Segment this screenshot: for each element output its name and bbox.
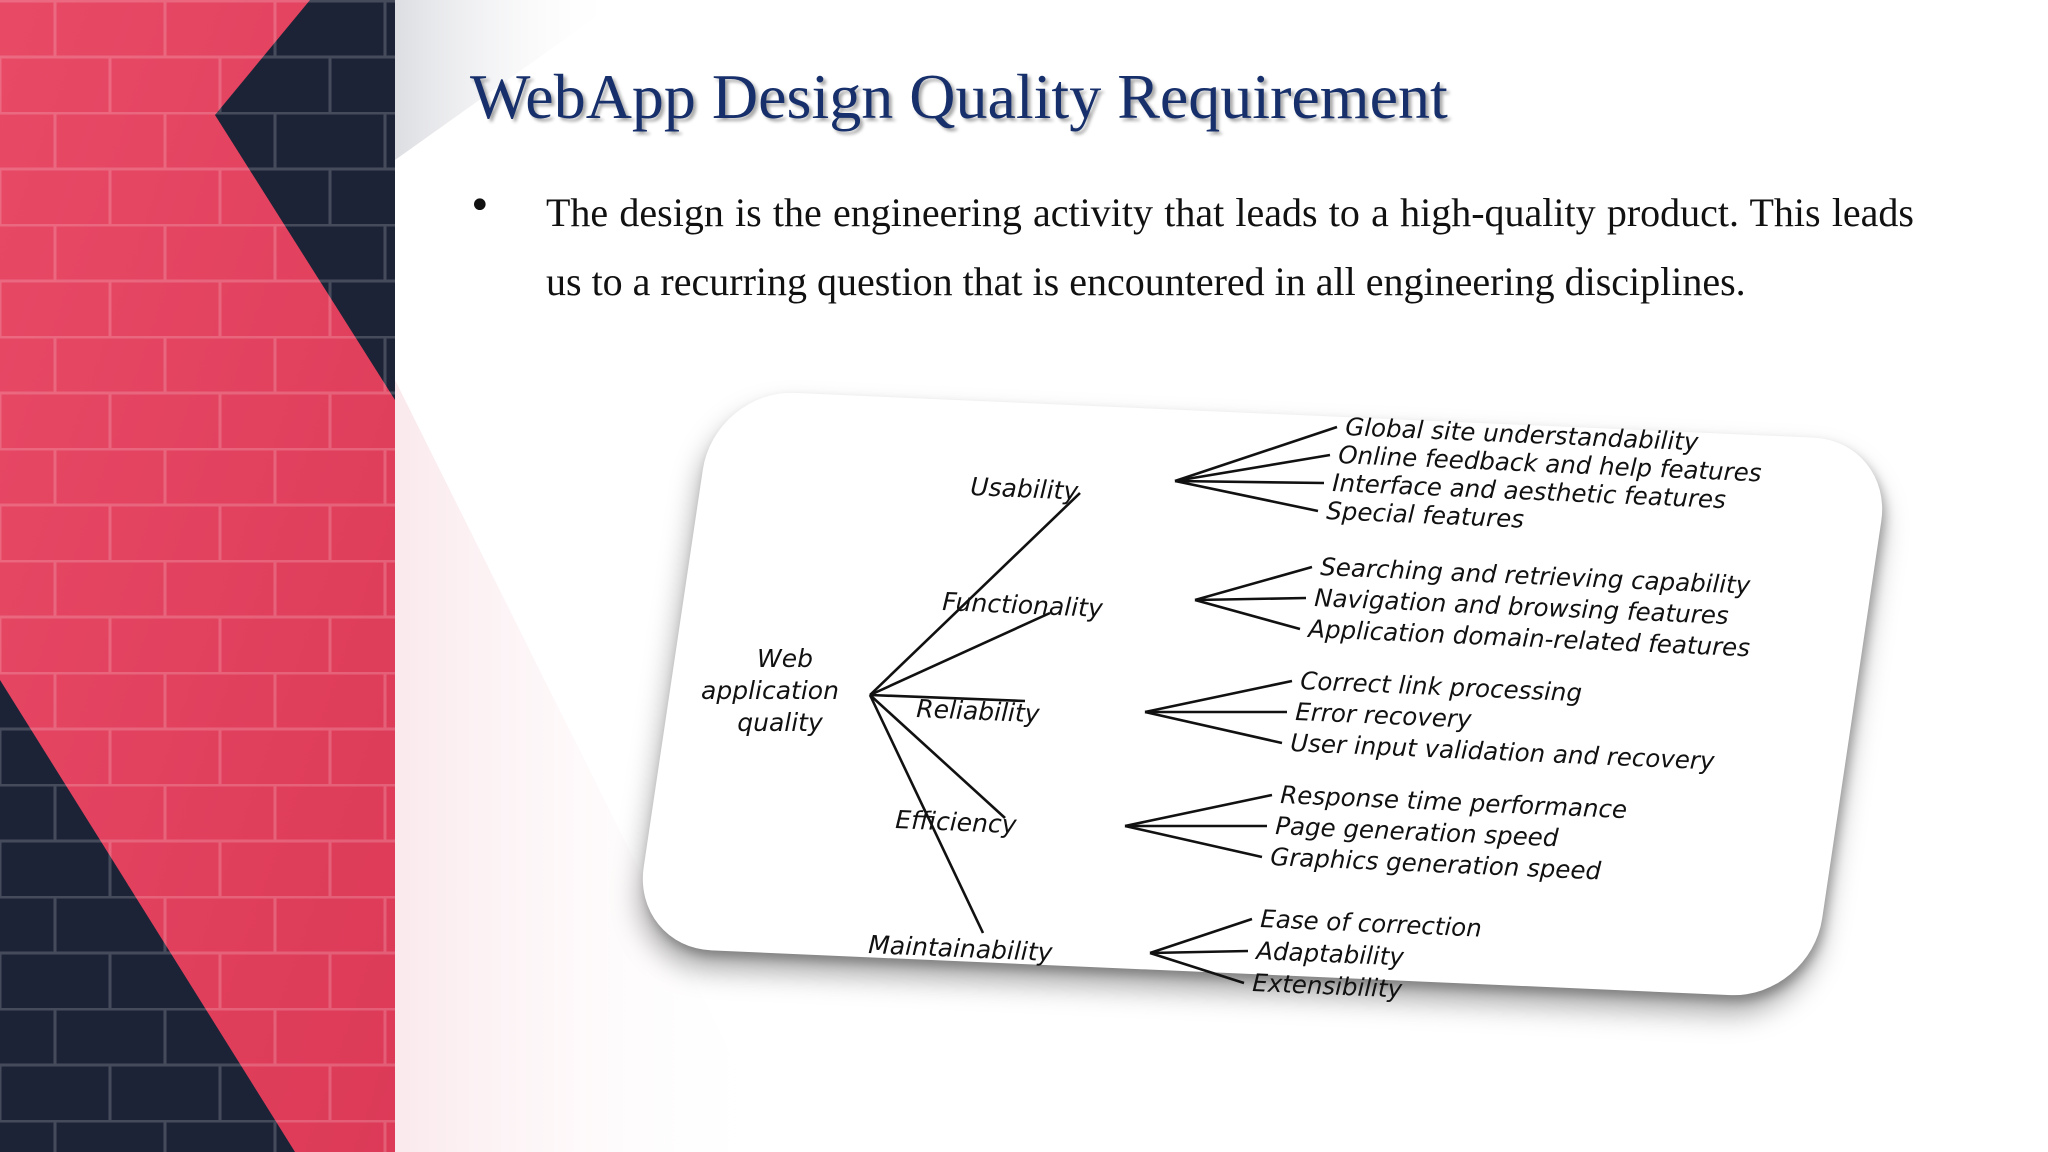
root-to-category-line [868, 694, 985, 934]
brick-wall-image [0, 0, 395, 1152]
root-label-line: application [701, 676, 839, 705]
category-to-leaf-line [1144, 710, 1283, 745]
bullet-text: The design is the engineering activity t… [546, 190, 1914, 304]
category-label: Functionality [942, 587, 1105, 623]
category-to-leaf-line [1174, 453, 1331, 483]
leaf-label: Adaptability [1254, 936, 1405, 972]
root-label-line: Web [757, 644, 813, 673]
bullet-marker: • [468, 183, 492, 229]
category-label: Maintainability [868, 930, 1055, 967]
leaf-label: User input validation and recovery [1290, 728, 1716, 776]
category-to-leaf-line [1149, 951, 1245, 985]
page-title: WebApp Design Quality Requirement [470, 61, 1448, 132]
root-to-category-line [869, 694, 1006, 819]
brick-wall-decoration [0, 0, 395, 1152]
root-to-category-line [869, 492, 1081, 696]
root-to-category-line [869, 611, 1051, 697]
category-to-leaf-line [1144, 679, 1293, 714]
category-to-leaf-line [1124, 793, 1273, 828]
leaf-label: Extensibility [1252, 968, 1403, 1004]
category-to-leaf-line [1174, 479, 1319, 513]
category-to-leaf-line [1149, 917, 1253, 955]
category-label: Efficiency [895, 805, 1019, 839]
leaf-label: Error recovery [1295, 697, 1473, 734]
category-to-leaf-line [1194, 596, 1307, 602]
category-to-leaf-line [1194, 565, 1313, 602]
tree-connectors [868, 425, 1338, 985]
category-to-leaf-line [1124, 824, 1263, 859]
category-label: Usability [970, 472, 1080, 506]
category-to-leaf-line [1194, 598, 1301, 631]
root-label-line: quality [737, 708, 824, 737]
category-to-leaf-line [1174, 479, 1325, 485]
root-to-category-line [869, 693, 1026, 703]
category-to-leaf-line [1174, 425, 1338, 483]
category-to-leaf-line [1149, 949, 1249, 955]
category-label: Reliability [916, 694, 1042, 728]
